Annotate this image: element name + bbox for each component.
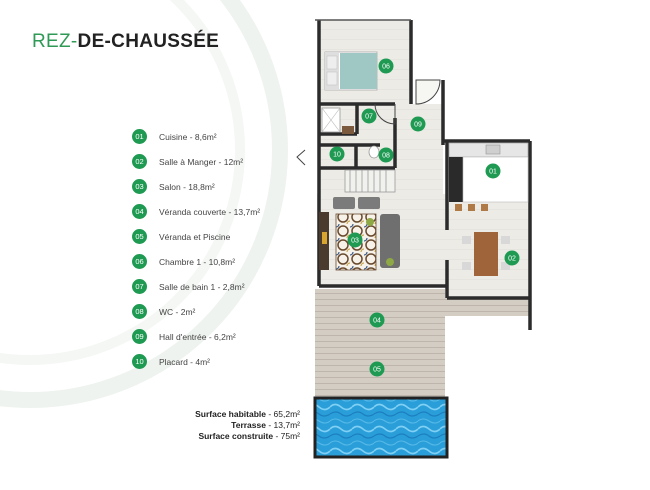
legend-item: 09 Hall d'entrée - 6,2m² — [132, 324, 307, 349]
legend-number-badge: 08 — [132, 304, 147, 319]
legend-label: Chambre 1 - 10,8m² — [159, 256, 236, 267]
legend-label: WC - 2m² — [159, 306, 196, 317]
side-deck — [445, 298, 530, 316]
legend-item: 01 Cuisine - 8,6m² — [132, 124, 307, 149]
plan-marker-03: 03 — [347, 232, 363, 248]
plan-marker-06: 06 — [378, 58, 394, 74]
title-part-1: REZ — [32, 31, 71, 52]
kitchen-furniture — [448, 142, 529, 211]
living-room-furniture — [319, 197, 400, 271]
legend-label: Placard - 4m² — [159, 356, 211, 367]
legend-label: Véranda et Piscine — [159, 231, 231, 242]
legend-number-badge: 06 — [132, 254, 147, 269]
svg-text:02: 02 — [508, 256, 516, 263]
bathroom-fixtures — [321, 107, 380, 159]
plan-marker-10: 10 — [329, 146, 345, 162]
bed — [324, 51, 378, 91]
svg-text:09: 09 — [414, 122, 422, 129]
entrance-door — [415, 79, 441, 105]
title-part-3: DE-CHAUSSÉE — [77, 31, 220, 52]
legend-label: Salle de bain 1 - 2,8m² — [159, 281, 245, 292]
legend-label: Véranda couverte - 13,7m² — [159, 206, 261, 217]
legend-number-badge: 09 — [132, 329, 147, 344]
surface-summary: Surface habitable - 65,2m² Terrasse - 13… — [150, 409, 300, 442]
swimming-pool — [313, 396, 449, 459]
surface-label: Surface habitable — [195, 409, 266, 419]
legend-label: Cuisine - 8,6m² — [159, 131, 217, 142]
legend-item: 03 Salon - 18,8m² — [132, 174, 307, 199]
plan-marker-04: 04 — [369, 312, 385, 328]
doors — [296, 79, 441, 166]
surface-value: - 65,2m² — [265, 409, 300, 419]
legend-item: 07 Salle de bain 1 - 2,8m² — [132, 274, 307, 299]
legend-number-badge: 05 — [132, 229, 147, 244]
dining-furniture — [462, 232, 510, 276]
legend-item: 04 Véranda couverte - 13,7m² — [132, 199, 307, 224]
legend-number-badge: 07 — [132, 279, 147, 294]
svg-text:10: 10 — [333, 152, 341, 159]
svg-text:01: 01 — [489, 169, 497, 176]
page-title: REZ-DE-CHAUSSÉE — [32, 31, 219, 53]
closet-door — [296, 149, 306, 166]
plan-marker-07: 07 — [361, 108, 377, 124]
legend-number-badge: 02 — [132, 154, 147, 169]
surface-label: Terrasse — [231, 420, 266, 430]
title-part-2: - — [70, 31, 78, 52]
legend-number-badge: 03 — [132, 179, 147, 194]
surface-row: Terrasse - 13,7m² — [150, 420, 300, 431]
legend-item: 08 WC - 2m² — [132, 299, 307, 324]
legend-item: 10 Placard - 4m² — [132, 349, 307, 374]
surface-value: - 13,7m² — [265, 420, 300, 430]
svg-text:06: 06 — [382, 64, 390, 71]
legend-item: 05 Véranda et Piscine — [132, 224, 307, 249]
plan-marker-09: 09 — [410, 116, 426, 132]
plan-marker-08: 08 — [378, 147, 394, 163]
bedroom-door — [374, 103, 396, 125]
legend-number-badge: 01 — [132, 129, 147, 144]
staircase — [344, 169, 396, 193]
surface-value: - 75m² — [273, 431, 300, 441]
svg-text:08: 08 — [382, 153, 390, 160]
legend-label: Salon - 18,8m² — [159, 181, 215, 192]
svg-text:07: 07 — [365, 114, 373, 121]
svg-text:04: 04 — [373, 318, 381, 325]
legend-label: Salle à Manger - 12m² — [159, 156, 244, 167]
legend-label: Hall d'entrée - 6,2m² — [159, 331, 236, 342]
plan-marker-05: 05 — [369, 361, 385, 377]
room-legend: 01 Cuisine - 8,6m² 02 Salle à Manger - 12m… — [132, 124, 307, 374]
plan-marker-01: 01 — [485, 163, 501, 179]
svg-text:03: 03 — [351, 238, 359, 245]
plan-markers: 01 02 03 04 05 06 07 08 09 10 — [329, 58, 520, 377]
surface-row: Surface construite - 75m² — [150, 431, 300, 442]
legend-item: 02 Salle à Manger - 12m² — [132, 149, 307, 174]
legend-number-badge: 10 — [132, 354, 147, 369]
surface-label: Surface construite — [198, 431, 274, 441]
svg-text:05: 05 — [373, 367, 381, 374]
plan-marker-02: 02 — [504, 250, 520, 266]
legend-number-badge: 04 — [132, 204, 147, 219]
legend-item: 06 Chambre 1 - 10,8m² — [132, 249, 307, 274]
surface-row: Surface habitable - 65,2m² — [150, 409, 300, 420]
